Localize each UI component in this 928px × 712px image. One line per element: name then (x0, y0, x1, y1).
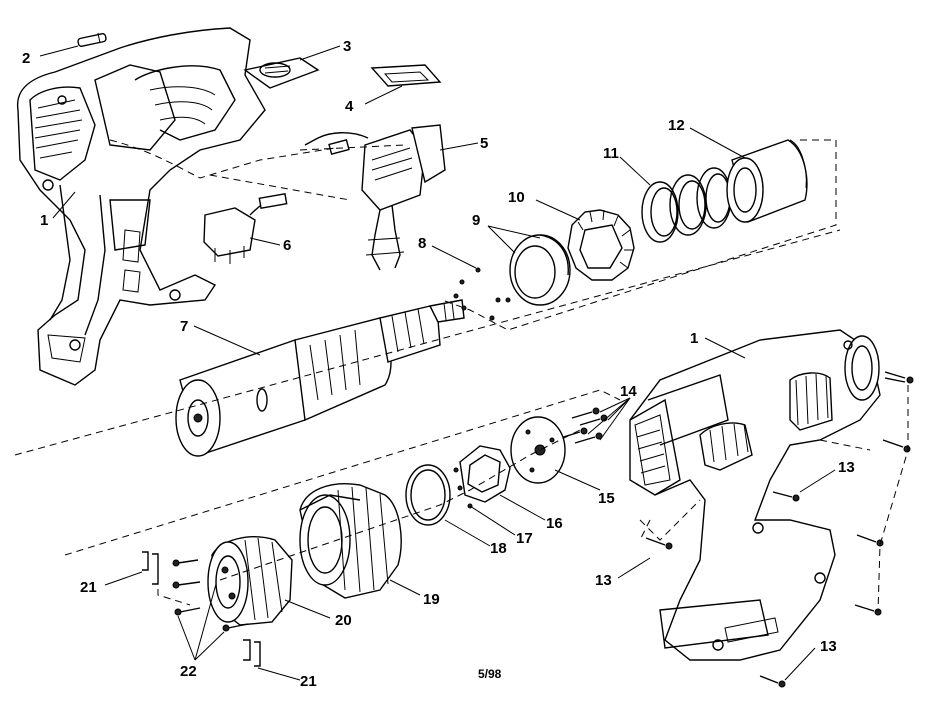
part-16-carrier (453, 445, 511, 509)
callout-13-bottom: 13 (820, 638, 837, 655)
callout-10: 10 (508, 189, 525, 206)
callout-12: 12 (668, 117, 685, 134)
part-13-screws (645, 371, 914, 688)
right-housing-half (629, 329, 881, 661)
part-3-holder (243, 57, 320, 89)
part-8-dots (453, 267, 511, 321)
part-15-plate (510, 416, 566, 484)
callout-15: 15 (598, 490, 615, 507)
callout-22: 22 (180, 663, 197, 680)
callout-13-middle: 13 (838, 459, 855, 476)
callout-18: 18 (490, 540, 507, 557)
callout-2: 2 (22, 50, 30, 67)
callout-8: 8 (418, 235, 426, 252)
part-19-housing (299, 483, 402, 599)
callout-labels: 1 2 3 4 5 6 7 8 9 10 11 12 1 13 14 15 16… (22, 38, 855, 690)
part-10-ring-gear (567, 209, 635, 281)
leader-lines (39, 45, 836, 681)
callout-13-lower-left: 13 (595, 572, 612, 589)
callout-11: 11 (603, 145, 619, 162)
left-housing-half (16, 27, 266, 386)
part-12-collar (726, 139, 808, 223)
part-20-chuck (207, 536, 293, 626)
part-7-motor (175, 299, 465, 457)
callout-3: 3 (343, 38, 351, 55)
part-5-switch (304, 124, 446, 271)
callout-21-lower: 21 (300, 673, 317, 690)
callout-9: 9 (472, 212, 480, 229)
callout-19: 19 (423, 591, 440, 608)
part-6-block (203, 193, 288, 264)
callout-16: 16 (546, 515, 563, 532)
upper-assembly-line (14, 139, 841, 456)
part-18-washer (405, 464, 451, 526)
callout-1-left: 1 (40, 212, 48, 229)
callout-7: 7 (180, 318, 188, 335)
part-2-pin (77, 32, 107, 47)
footer-code: 5/98 (478, 667, 502, 681)
callout-20: 20 (335, 612, 352, 629)
callout-1-right: 1 (690, 330, 698, 347)
part-22-screws (172, 559, 249, 632)
right-assembly-line (639, 385, 909, 613)
callout-4: 4 (345, 98, 354, 115)
part-4-cover (370, 64, 442, 87)
callout-5: 5 (480, 135, 488, 152)
callout-17: 17 (516, 530, 533, 547)
lower-assembly-line (64, 389, 651, 606)
part-11-rings (641, 167, 732, 243)
part-14-screws (559, 407, 608, 444)
callout-21-upper: 21 (80, 579, 97, 596)
part-9-ring (509, 234, 571, 306)
callout-14: 14 (620, 383, 637, 400)
callout-6: 6 (283, 237, 291, 254)
